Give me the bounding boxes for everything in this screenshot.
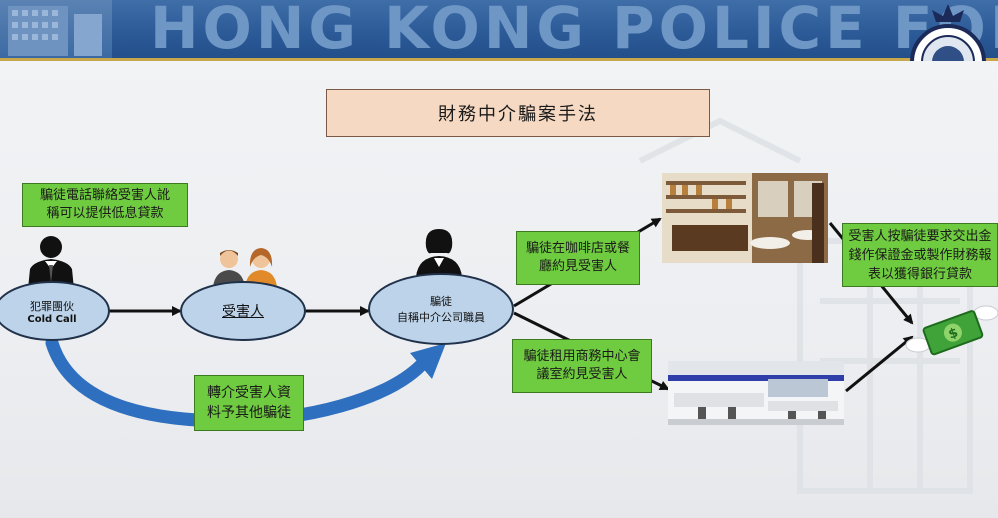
note-victim-pays-line2: 錢作保證金或製作財務報: [848, 247, 992, 263]
note-referral-line1: 轉介受害人資: [207, 385, 291, 401]
note-cafe: 騙徒在咖啡店或餐 廳約見受害人: [516, 231, 640, 285]
note-referral-line2: 料予其他騙徒: [207, 405, 291, 421]
note-cafe-line1: 騙徒在咖啡店或餐: [525, 241, 630, 256]
woman-agent-icon: [414, 229, 464, 281]
money-icon: $: [904, 301, 998, 365]
headquarters-building-logo: [0, 0, 112, 58]
note-office-line1: 騙徒租用商務中心會: [523, 349, 641, 364]
header-title: HONG KONG POLICE FORCE: [150, 0, 998, 61]
node-fraudster-line2: 自稱中介公司職員: [397, 311, 485, 324]
note-victim-pays: 受害人按騙徒要求交出金 錢作保證金或製作財務報 表以獲得銀行貸款: [842, 223, 998, 287]
node-criminal-group-line1: 犯罪團伙: [30, 299, 74, 313]
note-cold-call: 騙徒電話聯絡受害人訛 稱可以提供低息貸款: [22, 183, 188, 227]
node-criminal-group: 犯罪團伙 Cold Call: [0, 281, 110, 341]
note-victim-pays-line3: 表以獲得銀行貸款: [867, 266, 972, 282]
node-victim: 受害人: [180, 281, 306, 341]
node-criminal-group-line2: Cold Call: [27, 313, 77, 325]
note-office: 騙徒租用商務中心會 議室約見受害人: [512, 339, 652, 393]
office-photo: [668, 361, 844, 425]
note-cold-call-line1: 騙徒電話聯絡受害人訛: [39, 188, 170, 203]
note-referral: 轉介受害人資 料予其他騙徒: [194, 375, 304, 431]
header-banner: HONG KONG POLICE FORCE: [0, 0, 998, 61]
slide: 財務中介騙案手法 騙徒電話聯絡受害人訛 稱可以提供低息貸款 犯罪團伙 Cold …: [0, 61, 998, 518]
note-victim-pays-line1: 受害人按騙徒要求交出金: [848, 228, 992, 244]
slide-title: 財務中介騙案手法: [326, 89, 710, 137]
cafe-photo: [662, 173, 828, 263]
node-fraudster-line1: 騙徒: [430, 295, 452, 308]
node-fraudster: 騙徒 自稱中介公司職員: [368, 273, 514, 345]
node-victim-label: 受害人: [222, 304, 264, 320]
note-cold-call-line2: 稱可以提供低息貸款: [46, 206, 164, 221]
note-office-line2: 議室約見受害人: [536, 367, 628, 382]
note-cafe-line2: 廳約見受害人: [538, 259, 617, 274]
